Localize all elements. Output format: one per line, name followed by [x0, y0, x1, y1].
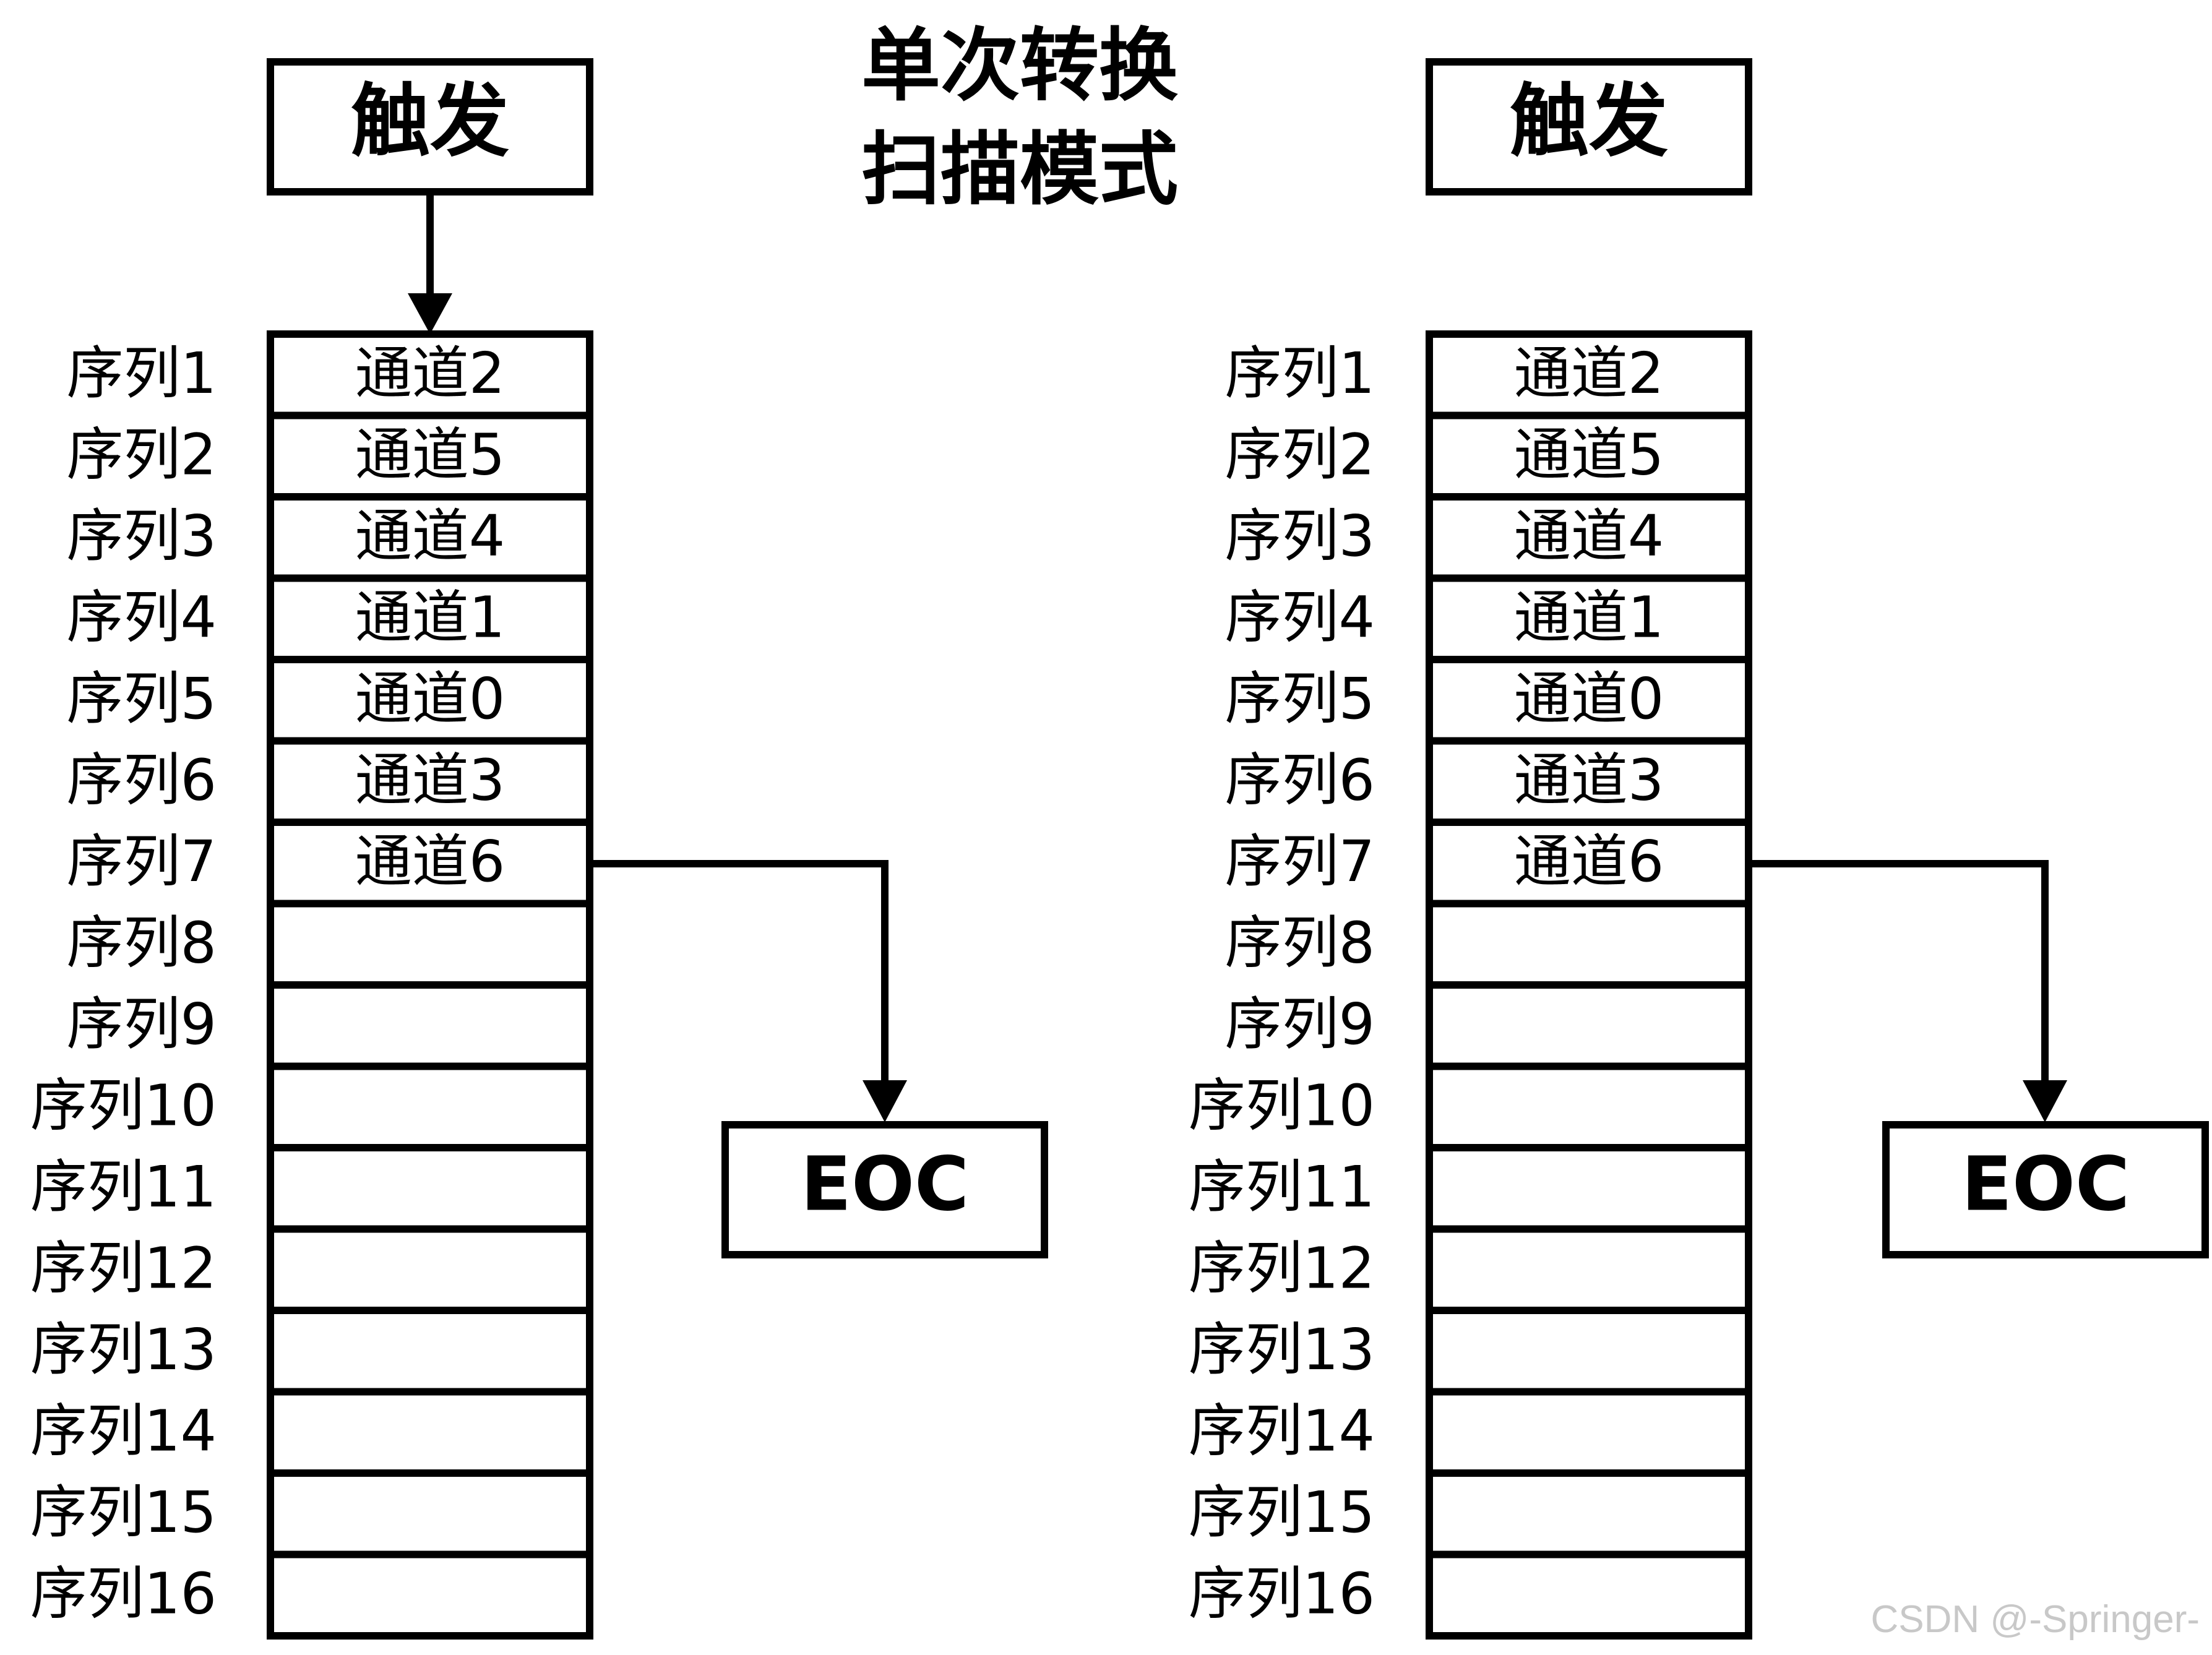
sequence-cell: 通道3 [267, 737, 593, 826]
watermark: CSDN @-Springer- [1871, 1598, 2200, 1641]
sequence-label: 序列15 [1189, 1479, 1375, 1545]
channel-label: 通道2 [1514, 340, 1664, 406]
sequence-label: 序列11 [30, 1154, 217, 1220]
eoc-label: EOC [801, 1142, 969, 1228]
channel-label: 通道0 [355, 666, 506, 732]
sequence-cell: 通道1 [1426, 574, 1752, 663]
channel-label: 通道3 [355, 747, 506, 814]
sequence-label-column: 序列1 序列2 序列3 序列4 序列5 序列6 序列7 序列8 序列9 序列10 序列11 序列12 序… [1189, 340, 1375, 1627]
sequence-cell [1426, 1550, 1752, 1640]
eoc-connector [590, 860, 907, 1122]
sequence-label: 序列3 [66, 503, 217, 569]
channel-label: 通道2 [355, 340, 506, 406]
sequence-cell [1426, 1225, 1752, 1314]
eoc-box: EOC [721, 1121, 1048, 1258]
sequence-cell: 通道5 [1426, 411, 1752, 501]
sequence-cell [267, 900, 593, 989]
sequence-cell: 通道4 [267, 493, 593, 582]
sequence-cell [1426, 981, 1752, 1070]
sequence-cell: 通道6 [267, 819, 593, 908]
sequence-label: 序列8 [66, 910, 217, 976]
trigger-box: 触发 [267, 58, 593, 196]
sequence-label: 序列13 [30, 1317, 217, 1383]
sequence-label: 序列5 [1224, 666, 1375, 732]
sequence-cell: 通道3 [1426, 737, 1752, 826]
sequence-label: 序列6 [1224, 747, 1375, 814]
sequence-register: 通道2 通道5 通道4 通道1 通道0 通道3 通道6 [267, 330, 593, 1640]
channel-label: 通道4 [355, 503, 506, 569]
panel-left: 触发 通道2 通道5 通道4 通道1 通道0 通道3 通道6 序列1 序列2 序列3 序列4 序列5… [30, 58, 1048, 1640]
sequence-cell [267, 1225, 593, 1314]
panel-right: 触发 通道2 通道5 通道4 通道1 通道0 通道3 通道6 序列1 序列2 序列3 序列4 序列5… [1189, 58, 2209, 1640]
sequence-cell [267, 1469, 593, 1558]
sequence-cell [267, 1062, 593, 1151]
sequence-label: 序列14 [1189, 1398, 1375, 1464]
sequence-label: 序列2 [66, 422, 217, 488]
sequence-label: 序列1 [66, 340, 217, 406]
channel-label: 通道5 [355, 422, 506, 488]
channel-label: 通道3 [1514, 747, 1664, 814]
channel-label: 通道1 [355, 585, 506, 651]
sequence-cell [267, 1388, 593, 1477]
sequence-cell: 通道2 [1426, 330, 1752, 419]
sequence-cell: 通道2 [267, 330, 593, 419]
sequence-cell: 通道0 [267, 656, 593, 745]
sequence-cell: 通道0 [1426, 656, 1752, 745]
sequence-cell [267, 981, 593, 1070]
sequence-label: 序列16 [1189, 1561, 1375, 1627]
sequence-cell [1426, 1469, 1752, 1558]
sequence-label: 序列10 [1189, 1073, 1375, 1139]
sequence-cell [267, 1307, 593, 1396]
sequence-label: 序列3 [1224, 503, 1375, 569]
channel-label: 通道5 [1514, 422, 1664, 488]
sequence-register: 通道2 通道5 通道4 通道1 通道0 通道3 通道6 [1426, 330, 1752, 1640]
diagram-title-line1: 单次转换 [861, 20, 1178, 112]
sequence-cell [1426, 900, 1752, 989]
sequence-label: 序列12 [1189, 1236, 1375, 1302]
sequence-label: 序列8 [1224, 910, 1375, 976]
sequence-label: 序列16 [30, 1561, 217, 1627]
sequence-label: 序列12 [30, 1236, 217, 1302]
sequence-cell [1426, 1307, 1752, 1396]
trigger-arrow [408, 192, 452, 334]
sequence-label: 序列1 [1224, 340, 1375, 406]
sequence-label: 序列7 [66, 828, 217, 895]
sequence-label: 序列4 [66, 585, 217, 651]
sequence-cell: 通道4 [1426, 493, 1752, 582]
sequence-label: 序列2 [1224, 422, 1375, 488]
eoc-box: EOC [1882, 1121, 2209, 1258]
channel-label: 通道1 [1514, 585, 1664, 651]
sequence-label: 序列11 [1189, 1154, 1375, 1220]
sequence-label: 序列6 [66, 747, 217, 814]
trigger-box: 触发 [1426, 58, 1752, 196]
sequence-label: 序列9 [1224, 991, 1375, 1057]
sequence-cell: 通道6 [1426, 819, 1752, 908]
sequence-cell [267, 1550, 593, 1640]
trigger-label: 触发 [351, 75, 509, 168]
channel-label: 通道0 [1514, 666, 1664, 732]
channel-label: 通道6 [1514, 828, 1664, 895]
sequence-label-column: 序列1 序列2 序列3 序列4 序列5 序列6 序列7 序列8 序列9 序列10 序列11 序列12 序… [30, 340, 217, 1627]
sequence-label: 序列15 [30, 1479, 217, 1545]
sequence-cell [1426, 1388, 1752, 1477]
channel-label: 通道4 [1514, 503, 1664, 569]
diagram-title-line2: 扫描模式 [861, 124, 1178, 216]
sequence-label: 序列5 [66, 666, 217, 732]
sequence-cell: 通道1 [267, 574, 593, 663]
sequence-label: 序列10 [30, 1073, 217, 1139]
sequence-label: 序列9 [66, 991, 217, 1057]
eoc-connector [1749, 860, 2067, 1122]
sequence-cell: 通道5 [267, 411, 593, 501]
trigger-label: 触发 [1510, 75, 1668, 168]
sequence-cell [1426, 1144, 1752, 1233]
sequence-label: 序列7 [1224, 828, 1375, 895]
channel-label: 通道6 [355, 828, 506, 895]
sequence-cell [1426, 1062, 1752, 1151]
eoc-label: EOC [1961, 1142, 2130, 1228]
sequence-label: 序列13 [1189, 1317, 1375, 1383]
sequence-label: 序列4 [1224, 585, 1375, 651]
sequence-label: 序列14 [30, 1398, 217, 1464]
sequence-cell [267, 1144, 593, 1233]
